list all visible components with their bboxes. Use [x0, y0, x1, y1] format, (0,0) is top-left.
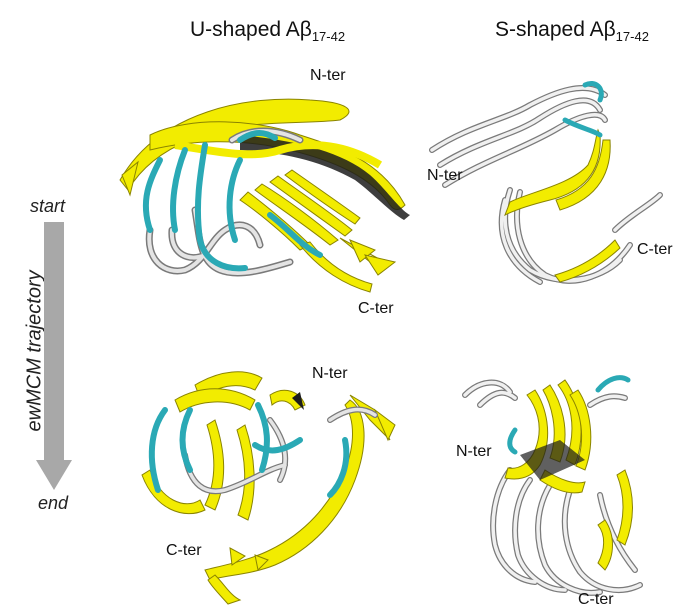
u-start-nter: N-ter: [310, 67, 346, 84]
s-end-cter: C-ter: [578, 591, 614, 607]
panel-s-start: [432, 83, 660, 282]
s-end-nter: N-ter: [456, 443, 492, 460]
panel-u-start: [120, 99, 410, 292]
u-end-cter: C-ter: [166, 542, 202, 559]
s-start-nter: N-ter: [427, 167, 463, 184]
u-start-cter: C-ter: [358, 300, 394, 317]
s-start-cter: C-ter: [637, 241, 673, 258]
trajectory-arrow: [36, 222, 72, 490]
panel-s-end: [465, 378, 640, 593]
u-end-nter: N-ter: [312, 365, 348, 382]
panel-u-end: [142, 372, 395, 604]
